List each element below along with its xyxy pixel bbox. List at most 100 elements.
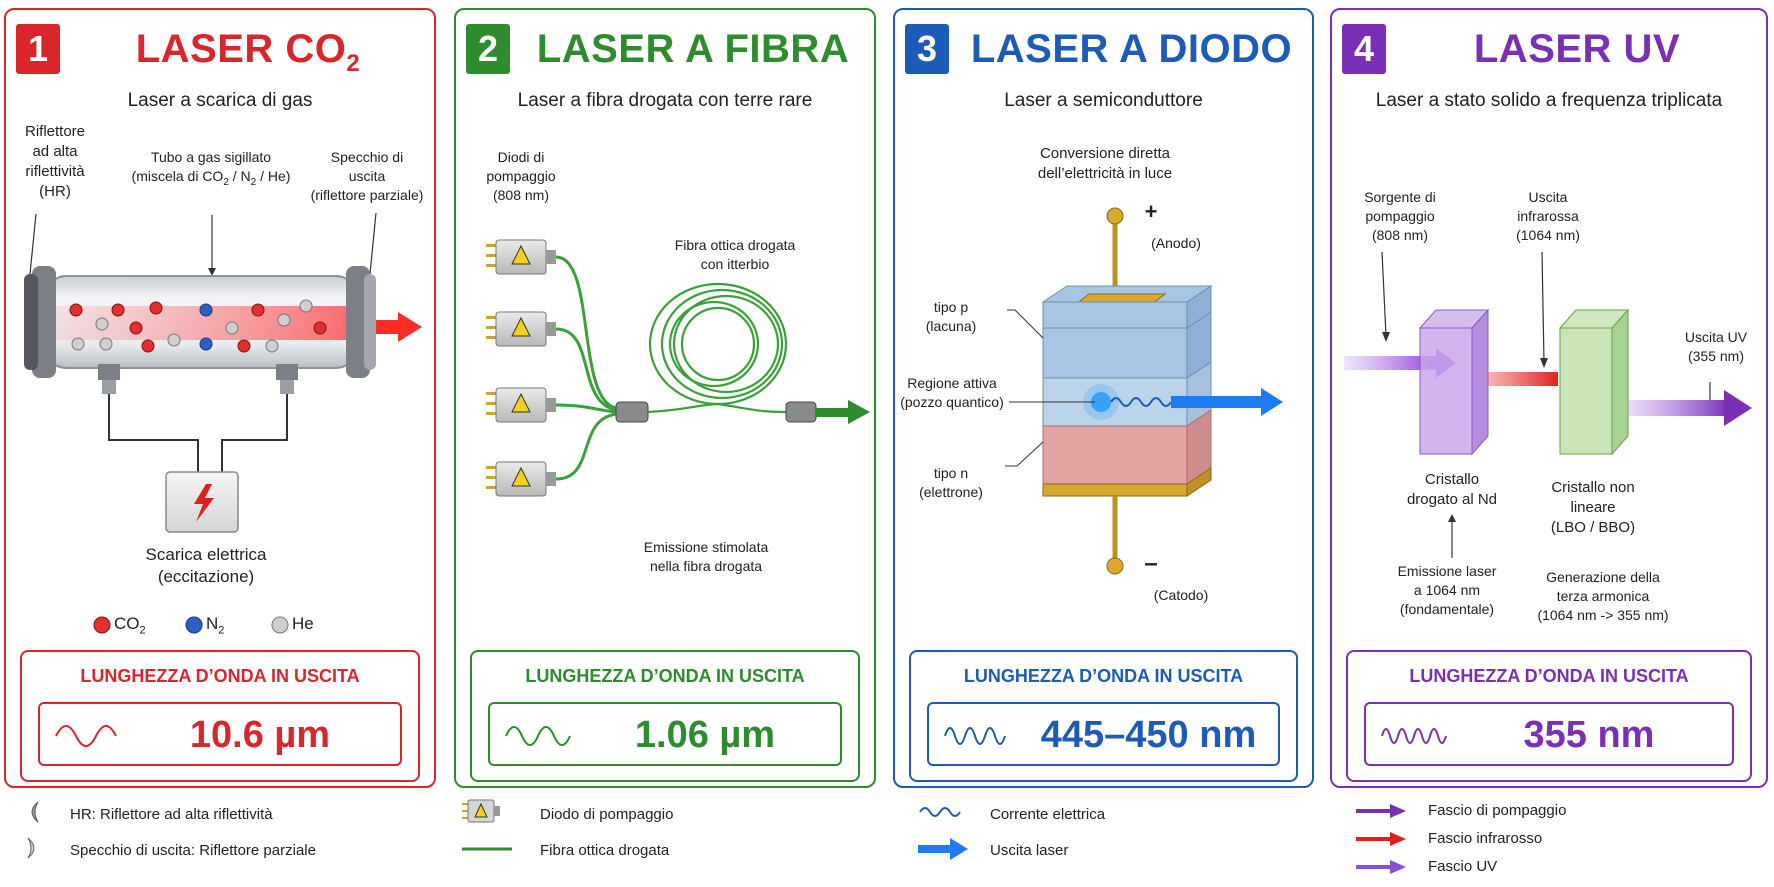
key-he: He xyxy=(292,614,314,633)
panel-subtitle: Laser a fibra drogata con terre rare xyxy=(517,90,813,111)
panel-subtitle: Laser a semiconduttore xyxy=(1004,90,1203,111)
gas-key xyxy=(93,616,289,634)
wavelength-box: LUNGHEZZA D’ONDA IN USCITA 355 nm xyxy=(1346,650,1752,782)
substrate xyxy=(1042,467,1212,497)
panel-title: LASER A DIODO xyxy=(970,27,1293,71)
nd-crystal xyxy=(1418,308,1490,456)
p-layer xyxy=(1042,311,1212,379)
fiber-coil xyxy=(647,282,788,414)
label-cathode: (Catodo) xyxy=(1153,587,1209,603)
title-subscript: 2 xyxy=(346,50,361,77)
label-active-region: Regione attiva(pozzo quantico) xyxy=(900,375,1004,410)
pump-fibers xyxy=(555,255,617,481)
diode-beam xyxy=(1171,396,1265,408)
wavelength-title: LUNGHEZZA D’ONDA IN USCITA xyxy=(1409,666,1689,686)
wave-icon xyxy=(505,726,571,746)
pump-beam xyxy=(1344,356,1440,370)
diode-diagram xyxy=(1005,207,1283,575)
wavelength-value-box: 10.6 µm xyxy=(38,702,402,766)
electrode-right xyxy=(276,364,298,380)
nonlinear-crystal xyxy=(1558,308,1630,456)
legend-uv-beam: Fascio UV xyxy=(1428,858,1498,875)
legend-laser-output: Uscita laser xyxy=(990,842,1069,859)
current-wave-icon xyxy=(919,807,961,817)
legend-pump-diode: Diodo di pompaggio xyxy=(540,806,674,823)
wavelength-box: LUNGHEZZA D’ONDA IN USCITA 445–450 nm xyxy=(909,650,1298,782)
panel-title: LASER CO2 xyxy=(70,24,426,89)
label-gas-tube: Tubo a gas sigillato (miscela di CO2 / N… xyxy=(131,149,291,188)
lightning-icon xyxy=(194,484,214,522)
legend-current: Corrente elettrica xyxy=(990,806,1106,823)
hr-mirror-icon xyxy=(31,801,39,823)
wavelength-value-box: 1.06 µm xyxy=(488,702,842,766)
uv-beam-arrow-icon xyxy=(1356,860,1406,874)
panel-subtitle: Laser a stato solido a frequenza triplic… xyxy=(1375,90,1723,111)
wavelength-title: LUNGHEZZA D’ONDA IN USCITA xyxy=(963,666,1244,686)
key-n2: N2 xyxy=(206,614,225,637)
pump-diode-icon xyxy=(462,799,500,823)
wavelength-title: LUNGHEZZA D’ONDA IN USCITA xyxy=(525,666,805,686)
wavelength-value-box: 445–450 nm xyxy=(927,702,1280,766)
panel-subtitle: Laser a scarica di gas xyxy=(127,90,313,111)
wavelength-title: LUNGHEZZA D’ONDA IN USCITA xyxy=(80,666,360,686)
panel-number: 4 xyxy=(1342,24,1386,74)
pump-beam-arrow-icon xyxy=(1356,804,1406,818)
panel-number: 2 xyxy=(466,24,510,74)
label-uv-output: Uscita UV(355 nm) xyxy=(1684,329,1748,364)
fiber-diagram xyxy=(486,239,870,497)
minus-sign: – xyxy=(1144,550,1158,577)
wavelength-box: LUNGHEZZA D’ONDA IN USCITA 10.6 µm xyxy=(20,650,420,782)
panel-number: 1 xyxy=(16,24,60,74)
diode-laser-panel: 3 LASER A DIODO Laser a semiconduttore C… xyxy=(893,8,1314,788)
wave-icon xyxy=(55,725,117,747)
panel-title: LASER A FIBRA xyxy=(536,27,850,71)
doped-fiber-icon xyxy=(462,847,512,851)
fiber-output-connector xyxy=(785,401,817,423)
wavelength-box: LUNGHEZZA D’ONDA IN USCITA 1.06 µm xyxy=(470,650,860,782)
legend-hr: HR: Riflettore ad alta riflettività xyxy=(70,806,273,823)
output-mirror-icon xyxy=(27,837,35,859)
label-discharge: Scarica elettrica(eccitazione) xyxy=(145,545,267,586)
n-layer xyxy=(1042,409,1212,485)
photon-source xyxy=(1091,392,1111,412)
fiber-laser-panel: 2 LASER A FIBRA Laser a fibra drogata co… xyxy=(454,8,876,788)
ir-beam-arrow-icon xyxy=(1356,832,1406,846)
uv-laser-panel: 4 LASER UV Laser a stato solido a freque… xyxy=(1330,8,1768,788)
co2-laser-panel: 1 LASER CO2 Laser a scarica di gas Rifle… xyxy=(4,8,436,788)
wavelength-value: 1.06 µm xyxy=(634,714,776,756)
legend-pump-beam: Fascio di pompaggio xyxy=(1428,802,1567,819)
ir-beam xyxy=(1488,372,1558,386)
fiber-beam xyxy=(816,408,852,417)
laser-output-arrow-icon xyxy=(918,838,968,860)
co2-beam xyxy=(376,320,400,334)
label-n-type: tipo n(elettrone) xyxy=(919,465,983,500)
panel-number: 3 xyxy=(905,24,949,74)
wire-left xyxy=(108,394,199,472)
wavelength-value-box: 355 nm xyxy=(1364,702,1734,766)
wire-right xyxy=(221,394,288,472)
title-text: LASER CO xyxy=(135,27,347,71)
wavelength-value: 10.6 µm xyxy=(189,714,331,756)
plus-sign: + xyxy=(1144,199,1158,224)
gas-molecules xyxy=(69,299,327,353)
label-anode: (Anodo) xyxy=(1151,235,1201,251)
wave-icon xyxy=(944,727,1006,745)
uv-diagram xyxy=(1344,251,1752,558)
legend-ir-beam: Fascio infrarosso xyxy=(1428,830,1543,847)
pump-diode-array xyxy=(486,239,556,497)
wavelength-value: 445–450 nm xyxy=(1040,714,1257,756)
panel-title: LASER UV xyxy=(1473,27,1681,71)
key-co2: CO2 xyxy=(114,614,146,637)
combiner xyxy=(615,401,649,423)
label-p-type: tipo p(lacuna) xyxy=(925,299,977,334)
